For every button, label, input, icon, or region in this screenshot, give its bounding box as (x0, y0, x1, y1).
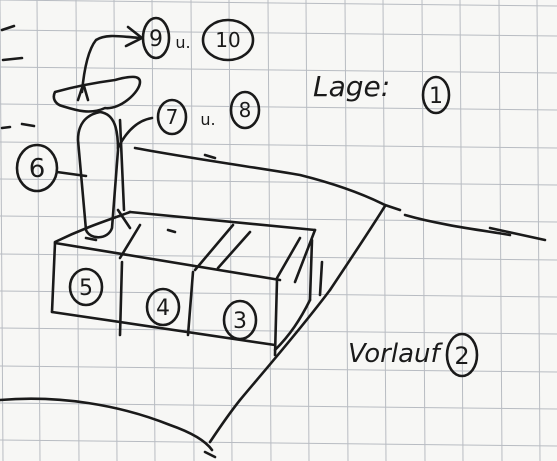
label-7: 7 (166, 105, 179, 129)
grid-line-horizontal (0, 439, 557, 447)
label-3: 3 (233, 309, 247, 334)
grid-line-horizontal (0, 402, 557, 410)
post-shape (76, 110, 132, 242)
grid-line-horizontal (0, 253, 557, 261)
grid-line-vertical (382, 0, 387, 461)
label-2: 2 (454, 342, 469, 370)
grid-line-horizontal (0, 103, 557, 111)
label-1: 1 (429, 84, 443, 109)
grid-line-vertical (344, 0, 349, 461)
label-texts: 9 u. 10 7 u. 8 Lage: 1 6 5 4 3 Vorlauf 2 (29, 27, 470, 370)
label-8: 8 (239, 98, 252, 122)
label-5: 5 (79, 276, 93, 301)
grid-line-vertical (459, 0, 464, 461)
head-shape (52, 75, 142, 113)
grid-line-horizontal (0, 178, 557, 186)
grid-line-horizontal (0, 365, 557, 373)
grid-line-horizontal (0, 66, 557, 74)
leader-lines (55, 116, 154, 178)
label-markers (15, 16, 479, 378)
label-10: 10 (215, 28, 240, 52)
grid-line-vertical (536, 0, 541, 461)
grid-line-vertical (36, 0, 41, 461)
label-4: 4 (156, 296, 170, 321)
u-connector-2: u. (200, 110, 215, 129)
grid-line-horizontal (0, 0, 557, 7)
label-6: 6 (29, 154, 46, 184)
grid-line-horizontal (0, 215, 557, 223)
arrow-to-9 (80, 25, 144, 94)
grid-line-horizontal (0, 29, 557, 37)
grid-line-horizontal (0, 141, 557, 149)
grid-line-vertical (190, 0, 195, 461)
grid-line-vertical (0, 0, 4, 461)
grid-line-vertical (228, 0, 233, 461)
grid-line-vertical (113, 0, 118, 461)
u-connector-1: u. (175, 33, 190, 52)
grid-line-vertical (421, 0, 426, 461)
label-9: 9 (149, 27, 163, 52)
grid-line-horizontal (0, 327, 557, 335)
fragment-marks (0, 24, 36, 130)
box-outline (50, 210, 324, 357)
lage-text: Lage: (313, 70, 390, 103)
vorlauf-text: Vorlauf (348, 339, 443, 369)
grid-line-horizontal (0, 290, 557, 298)
grid-line-vertical (267, 0, 272, 461)
guide-lines (0, 146, 547, 459)
grid-line-vertical (151, 0, 156, 461)
